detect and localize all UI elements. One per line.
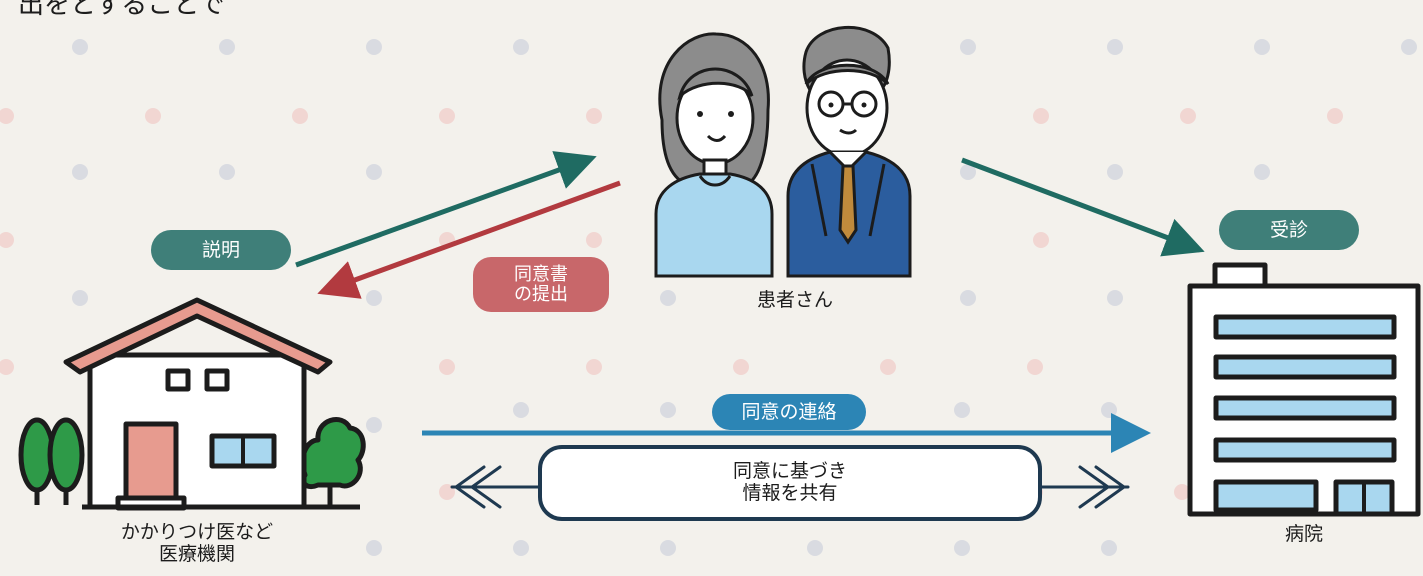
share-box (538, 445, 1042, 521)
dot-row-grey-1 (72, 39, 1417, 55)
house-roof (63, 297, 333, 375)
label-visit: 受診 (1219, 210, 1359, 250)
house-door (123, 421, 179, 501)
tree-right-icon (300, 417, 366, 505)
label-consent-submission: 同意書 の提出 (473, 257, 609, 312)
woman-figure (654, 32, 774, 278)
dot-row-pink-3 (0, 359, 1043, 375)
share-box-text: 同意に基づき 情報を共有 (540, 447, 1040, 519)
house-window-small-left (165, 368, 191, 392)
dot-row-pink-1 (0, 108, 1343, 124)
clinic-illustration (18, 297, 366, 511)
arrow-explain-to-patient (295, 151, 597, 268)
clinic-caption-line1: かかりつけ医など (120, 521, 274, 543)
house-body (87, 352, 307, 510)
arrow-consent-to-clinic (317, 180, 621, 299)
arrow-patient-to-hospital (961, 157, 1205, 257)
header-partial-text: 出をとすることで (18, 0, 225, 20)
label-consent-submission-line1: 同意書 (514, 263, 568, 285)
man-figure (786, 26, 912, 278)
house-window-small-right (204, 368, 230, 392)
label-consent-notice: 同意の連絡 (712, 394, 866, 430)
label-consent-submission-line2: の提出 (514, 283, 568, 305)
label-explain: 説明 (151, 230, 291, 270)
tree-left-icon (18, 417, 85, 505)
hospital-caption: 病院 (1284, 523, 1323, 545)
clinic-caption-line2: 医療機関 (158, 542, 235, 565)
dot-row-grey-2 (72, 164, 1270, 180)
share-double-arrow (450, 465, 1130, 509)
dot-row-grey-5 (366, 540, 1117, 556)
patient-caption: 患者さん (756, 289, 833, 311)
patient-illustration (654, 26, 912, 278)
share-text-line1: 同意に基づき (732, 460, 847, 483)
dot-row-pink-2 (0, 232, 1049, 248)
share-text-line2: 情報を共有 (742, 482, 838, 504)
hospital-illustration (1187, 262, 1421, 517)
clinic-caption: かかりつけ医など 医療機関 (62, 521, 332, 566)
